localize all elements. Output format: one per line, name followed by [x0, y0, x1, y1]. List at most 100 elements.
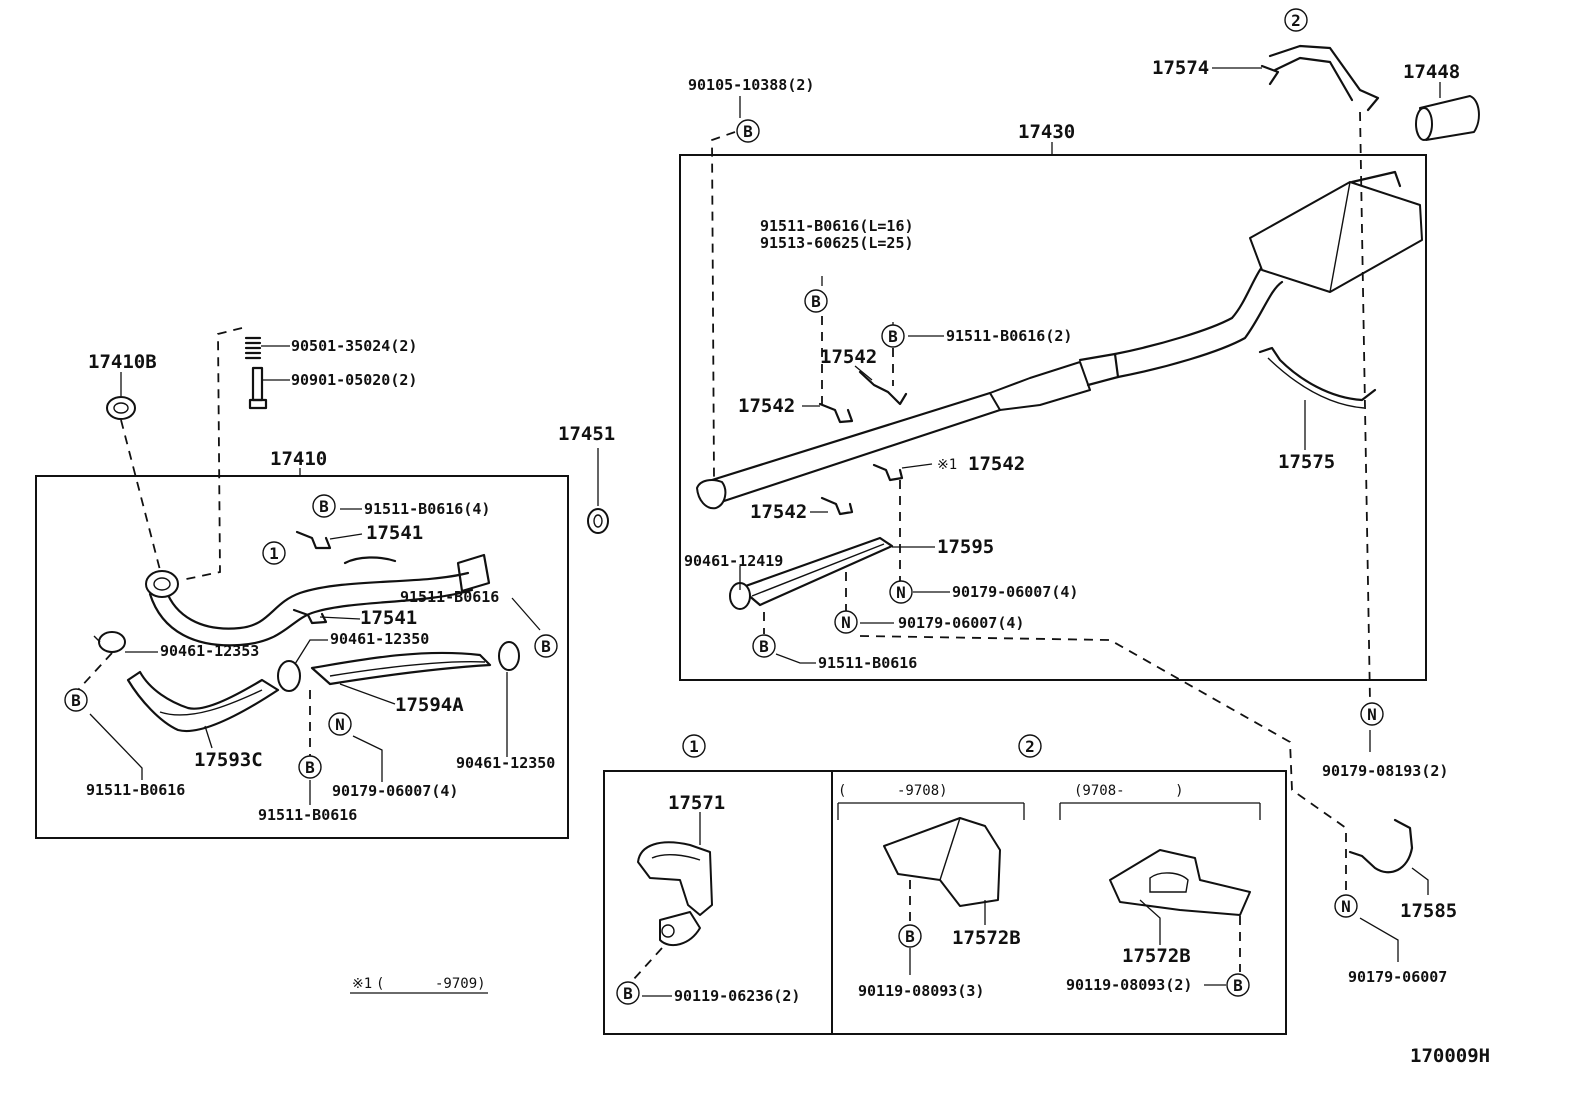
label-90105-10388: 90105-10388(2) [688, 76, 814, 94]
label-17410b: 17410B [88, 351, 157, 373]
label-17595: 17595 [937, 536, 994, 558]
svg-text:2: 2 [1291, 11, 1301, 30]
marker-b-insulator-bottom: B [298, 755, 322, 779]
marker-n-insulator-upper: N [889, 580, 913, 604]
svg-text:B: B [623, 984, 633, 1003]
svg-text:B: B [1233, 976, 1243, 995]
clamp-90461-12353 [93, 631, 126, 653]
label-17448: 17448 [1403, 61, 1460, 83]
label-17574: 17574 [1152, 57, 1209, 79]
label-90179-06007-single: 90179-06007 [1348, 968, 1447, 986]
label-91511-b0616-clamp: 91511-B0616 [400, 588, 499, 606]
bracket-17541-lower [292, 608, 328, 625]
marker-b-hanger-early: B [898, 924, 922, 948]
svg-text:N: N [1367, 705, 1377, 724]
marker-b-clamp-right: B [534, 634, 558, 658]
hanger-group-box [603, 770, 1287, 1035]
label-90119-08093-2: 90119-08093(2) [1066, 976, 1192, 994]
label-90179-08193: 90179-08193(2) [1322, 762, 1448, 780]
hanger-17575 [1258, 346, 1377, 409]
marker-b-hanger-17571: B [616, 981, 640, 1005]
bracket-17542-a [818, 402, 854, 424]
label-17541-upper: 17541 [366, 522, 423, 544]
tail-pipe-group-box [679, 154, 1427, 681]
label-17585: 17585 [1400, 900, 1457, 922]
svg-text:B: B [743, 122, 753, 141]
marker-b-bracket-right: B [881, 324, 905, 348]
label-90501-35024: 90501-35024(2) [291, 337, 417, 355]
date-range-early: ( -9708) [838, 783, 948, 799]
label-17410: 17410 [270, 448, 327, 470]
marker-b-front-bolt: B [312, 494, 336, 518]
svg-text:B: B [541, 637, 551, 656]
marker-two-inset: 2 [1018, 734, 1042, 758]
svg-text:B: B [305, 758, 315, 777]
bracket-17542-d [820, 496, 854, 516]
label-17541-lower: 17541 [360, 607, 417, 629]
svg-text:B: B [905, 927, 915, 946]
label-17575: 17575 [1278, 451, 1335, 473]
svg-text:N: N [1341, 897, 1351, 916]
label-90461-12353: 90461-12353 [160, 642, 259, 660]
marker-one-pipe: 1 [262, 541, 286, 565]
gasket-17410b [106, 396, 136, 420]
label-90461-12419: 90461-12419 [684, 552, 783, 570]
marker-two-top: 2 [1284, 8, 1308, 32]
hanger-17572b-late [1109, 849, 1251, 916]
gasket-17451 [587, 508, 609, 534]
label-90179-06007-lower: 90179-06007(4) [898, 614, 1024, 632]
tail-pipe-17430 [696, 170, 1423, 510]
label-90179-06007-upper: 90179-06007(4) [952, 583, 1078, 601]
heat-insulator-17595 [738, 536, 894, 607]
label-17593c: 17593C [194, 749, 263, 771]
label-17572b-early: 17572B [952, 927, 1021, 949]
svg-text:N: N [335, 715, 345, 734]
label-91513-60625-l25: 91513-60625(L=25) [760, 234, 914, 252]
bracket-17542-b [858, 370, 908, 406]
label-17571: 17571 [668, 792, 725, 814]
label-90119-06236: 90119-06236(2) [674, 987, 800, 1005]
heat-insulator-17594a [310, 651, 492, 686]
figure-code: 170009H [1410, 1045, 1490, 1067]
label-91511-b0616-4: 91511-B0616(4) [364, 500, 490, 518]
front-pipe-group-box [35, 475, 569, 839]
marker-n-insulator-lower: N [834, 610, 858, 634]
label-90901-05020: 90901-05020(2) [291, 371, 417, 389]
svg-text:B: B [71, 691, 81, 710]
label-17542-bottom: 17542 [750, 501, 807, 523]
label-90179-06007-front: 90179-06007(4) [332, 782, 458, 800]
bracket-17541-upper [295, 530, 332, 550]
marker-one-inset: 1 [682, 734, 706, 758]
label-91511-b0616-2: 91511-B0616(2) [946, 327, 1072, 345]
label-90461-12350-b: 90461-12350 [456, 754, 555, 772]
marker-n-hanger-17585: N [1334, 894, 1358, 918]
date-range-late: (9708- ) [1074, 783, 1184, 799]
label-17542-right: 17542 [968, 453, 1025, 475]
note-mark-footer: ※1 [352, 976, 372, 992]
label-17451: 17451 [558, 423, 615, 445]
front-exhaust-pipe [145, 553, 491, 647]
svg-text:1: 1 [689, 737, 699, 756]
svg-text:B: B [811, 292, 821, 311]
label-91511-b0616-left: 91511-B0616 [86, 781, 185, 799]
svg-text:B: B [319, 497, 329, 516]
svg-text:2: 2 [1025, 737, 1035, 756]
label-91511-b0616-tail: 91511-B0616 [818, 654, 917, 672]
marker-b-bracket-left: B [804, 289, 828, 313]
label-17542-left: 17542 [738, 395, 795, 417]
label-17572b-late: 17572B [1122, 945, 1191, 967]
svg-text:B: B [888, 327, 898, 346]
marker-n-front: N [328, 712, 352, 736]
marker-b-insulator-tail: B [752, 634, 776, 658]
heat-insulator-17593c [126, 670, 280, 733]
label-17542-top: 17542 [820, 346, 877, 368]
svg-text:1: 1 [269, 544, 279, 563]
label-17594a: 17594A [395, 694, 464, 716]
note-mark-17542: ※1 [937, 457, 957, 473]
label-90119-08093-3: 90119-08093(3) [858, 982, 984, 1000]
bolt-90901 [248, 366, 268, 410]
svg-text:N: N [896, 583, 906, 602]
note-range-footer: ( -9709) [376, 976, 486, 992]
svg-text:B: B [759, 637, 769, 656]
hanger-17585 [1348, 818, 1414, 874]
